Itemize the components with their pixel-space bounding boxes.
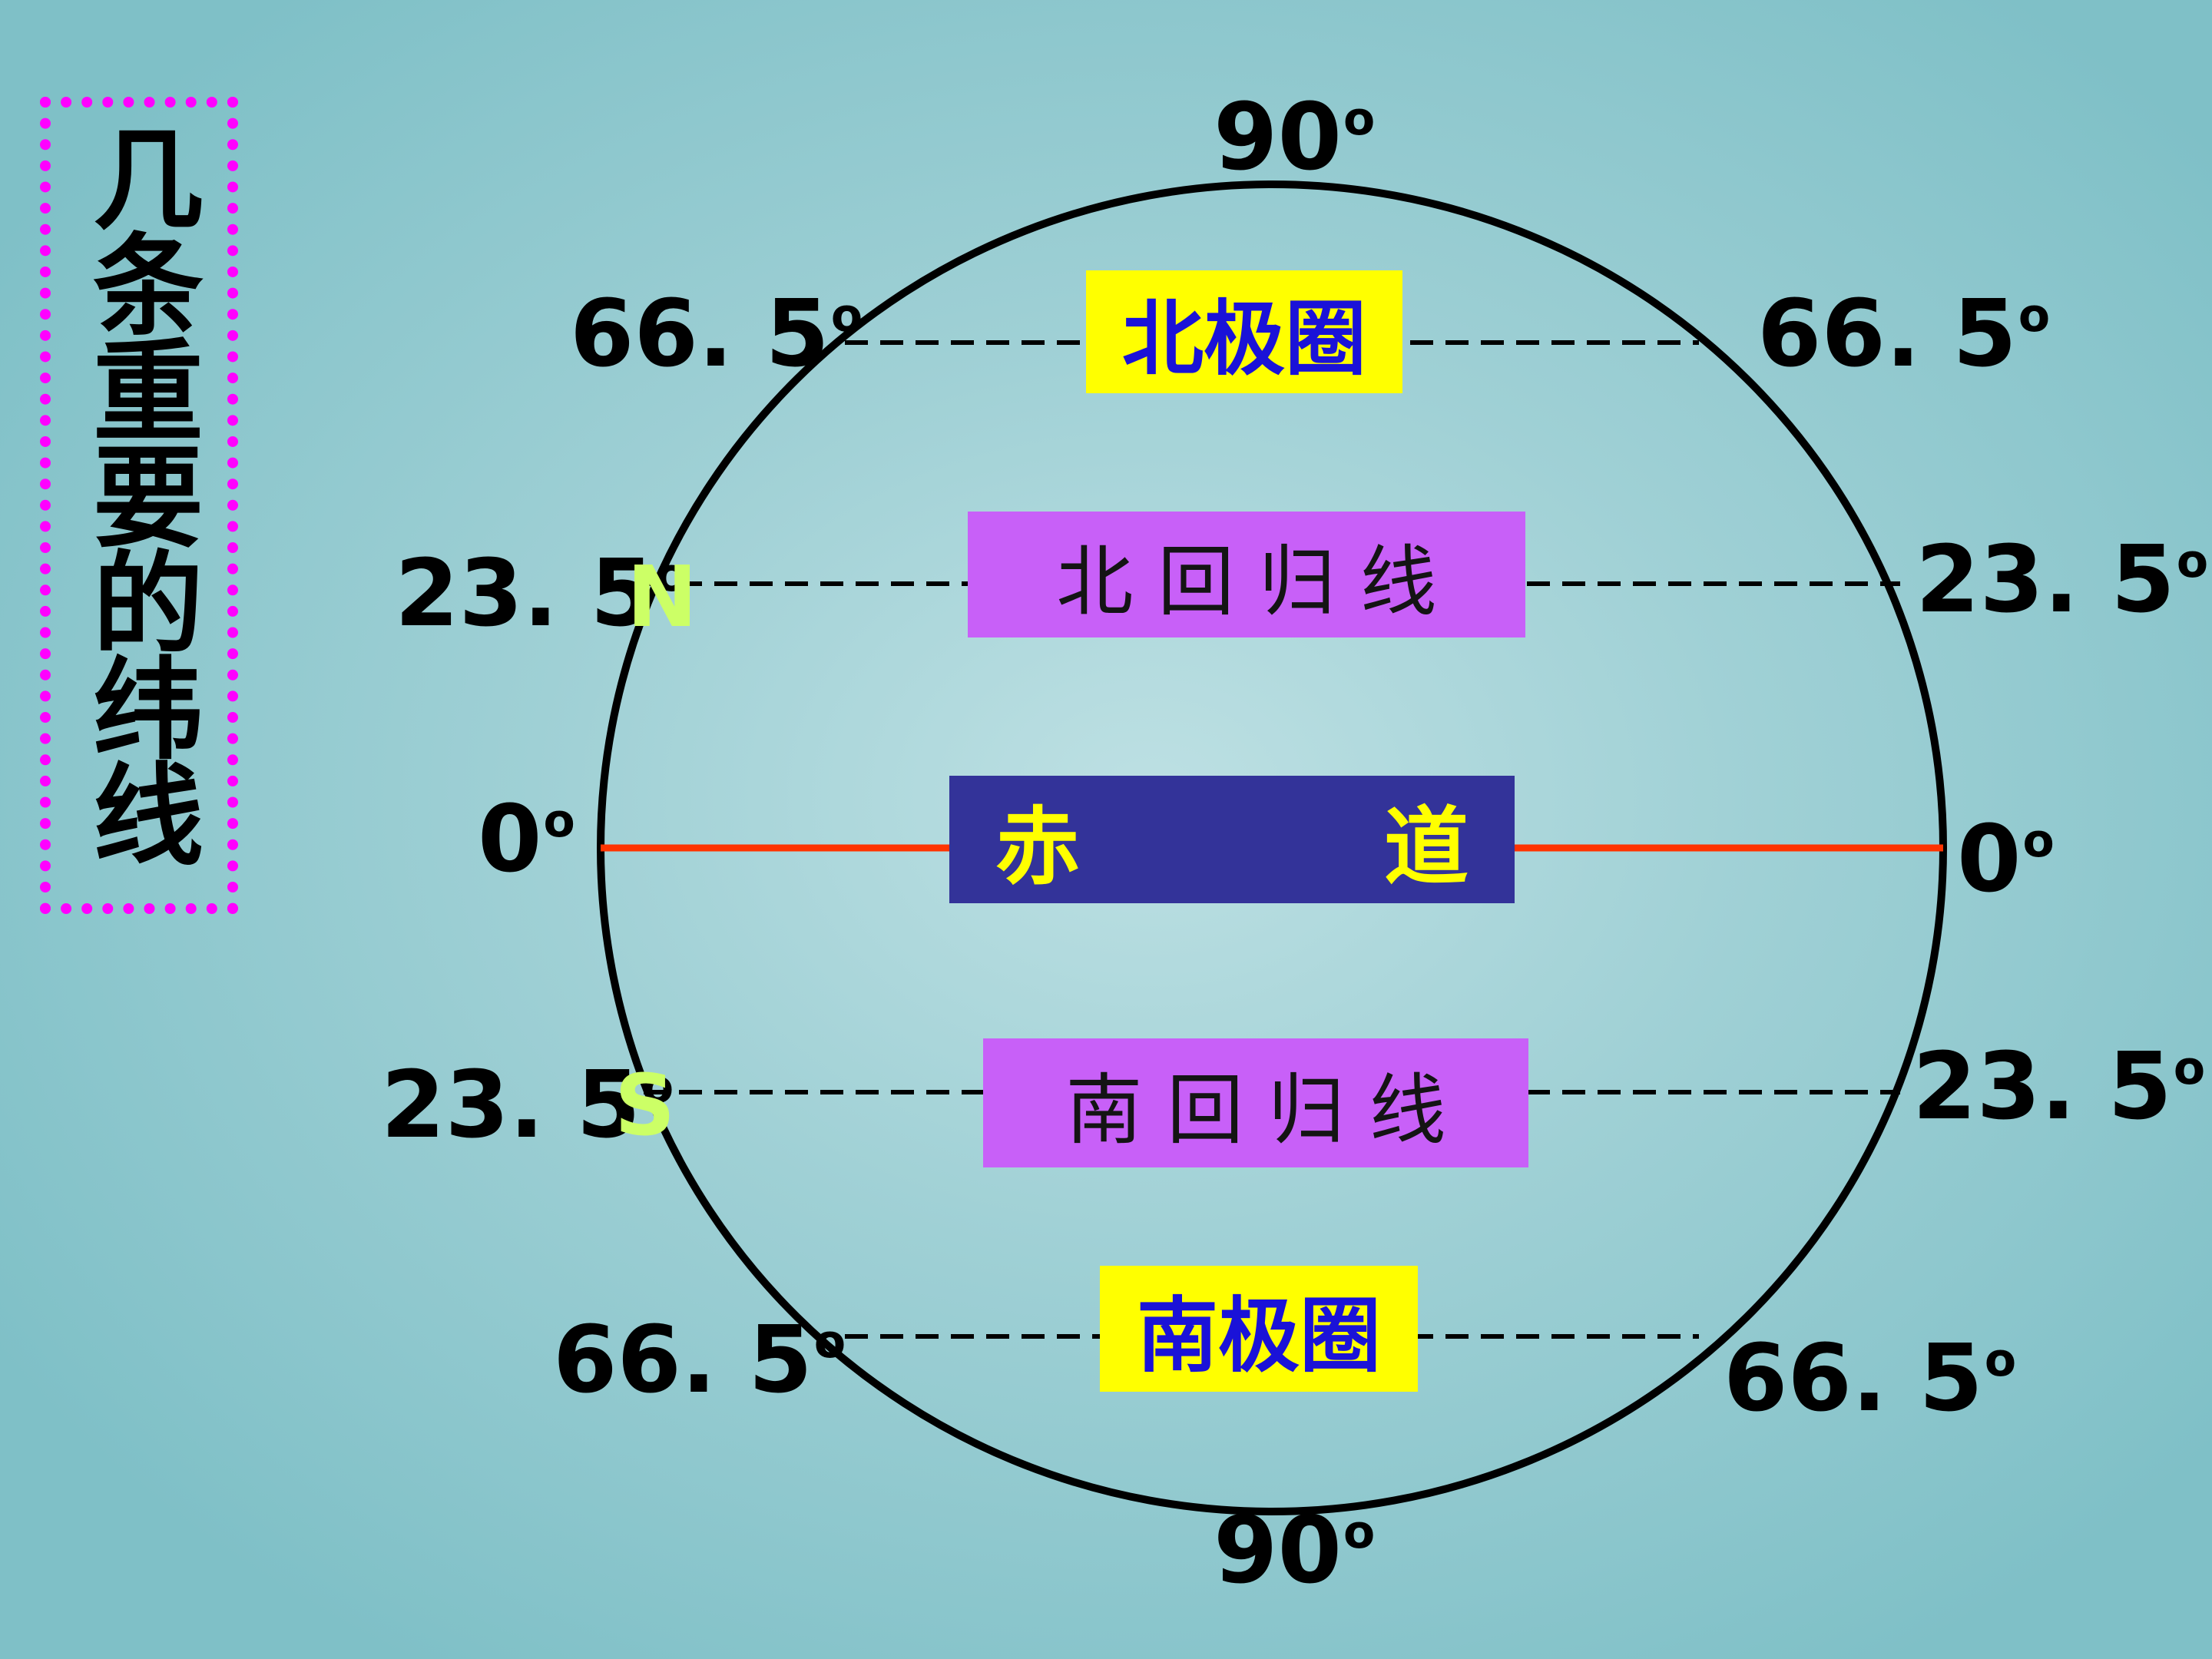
tropic-of-capricorn-box: 南 回 归 线 xyxy=(983,1038,1528,1167)
pole-top-label: 90o xyxy=(1214,92,1375,184)
degree-symbol: o xyxy=(641,1060,674,1114)
degree-value: 0 xyxy=(1957,806,2022,913)
pole-bottom-label: 90o xyxy=(1214,1505,1375,1598)
antarctic-right-label: 66. 5o xyxy=(1724,1333,2016,1426)
degree-value: 90 xyxy=(1214,84,1342,191)
degree-value: 66. 5 xyxy=(553,1307,813,1414)
degree-value: 23. 5 xyxy=(1916,527,2175,634)
degree-value: 66. 5 xyxy=(1757,281,2017,388)
equator-label-left: 赤 xyxy=(995,798,1080,896)
antarctic-circle-box: 南极圈 xyxy=(1100,1266,1418,1392)
degree-symbol: o xyxy=(830,289,863,343)
tropic-of-cancer-label: 北 回 归 线 xyxy=(1056,536,1437,627)
degree-symbol: o xyxy=(1984,1333,2017,1387)
south-hemisphere-letter: S xyxy=(614,1056,676,1154)
degree-symbol: o xyxy=(1343,1505,1376,1559)
arctic-circle-box: 北极圈 xyxy=(1086,270,1402,393)
tropic-of-cancer-box: 北 回 归 线 xyxy=(968,512,1525,637)
north-hemisphere-letter: N xyxy=(627,548,698,646)
degree-symbol: o xyxy=(655,548,688,602)
equator-label-right: 道 xyxy=(1384,798,1469,896)
degree-value: 23. 5 xyxy=(1912,1034,2172,1141)
equator-left-label: 0o xyxy=(478,794,575,886)
degree-symbol: o xyxy=(2176,535,2209,588)
antarctic-left-label: 66. 5o xyxy=(553,1315,846,1407)
degree-symbol: o xyxy=(2022,814,2055,868)
equator-box: 赤 道 xyxy=(949,776,1515,903)
arctic-left-label: 66. 5o xyxy=(570,289,863,381)
degree-value: 90 xyxy=(1214,1498,1342,1604)
degree-value: 66. 5 xyxy=(1724,1326,1983,1432)
degree-value: 23. 5 xyxy=(381,1052,641,1159)
antarctic-circle-label: 南极圈 xyxy=(1137,1289,1381,1383)
equator-right-label: 0o xyxy=(1957,814,2055,906)
cancer-left-label: 23. 5o xyxy=(395,548,687,641)
degree-value: 0 xyxy=(478,786,542,893)
side-title: 几条重要的纬线 xyxy=(75,121,204,863)
degree-symbol: o xyxy=(1343,92,1376,146)
tropic-of-capricorn-label: 南 回 归 线 xyxy=(1065,1065,1446,1155)
capricorn-left-label: 23. 5o xyxy=(381,1060,674,1152)
degree-symbol: o xyxy=(543,794,575,848)
degree-symbol: o xyxy=(813,1315,846,1369)
degree-symbol: o xyxy=(2018,289,2051,343)
side-title-box: 几条重要的纬线 xyxy=(40,97,238,914)
arctic-right-label: 66. 5o xyxy=(1757,289,2050,381)
capricorn-right-label: 23. 5o xyxy=(1912,1041,2205,1134)
degree-value: 23. 5 xyxy=(395,541,654,647)
arctic-circle-label: 北极圈 xyxy=(1122,292,1366,386)
degree-symbol: o xyxy=(2173,1041,2206,1095)
cancer-right-label: 23. 5o xyxy=(1916,535,2208,627)
degree-value: 66. 5 xyxy=(570,281,830,388)
